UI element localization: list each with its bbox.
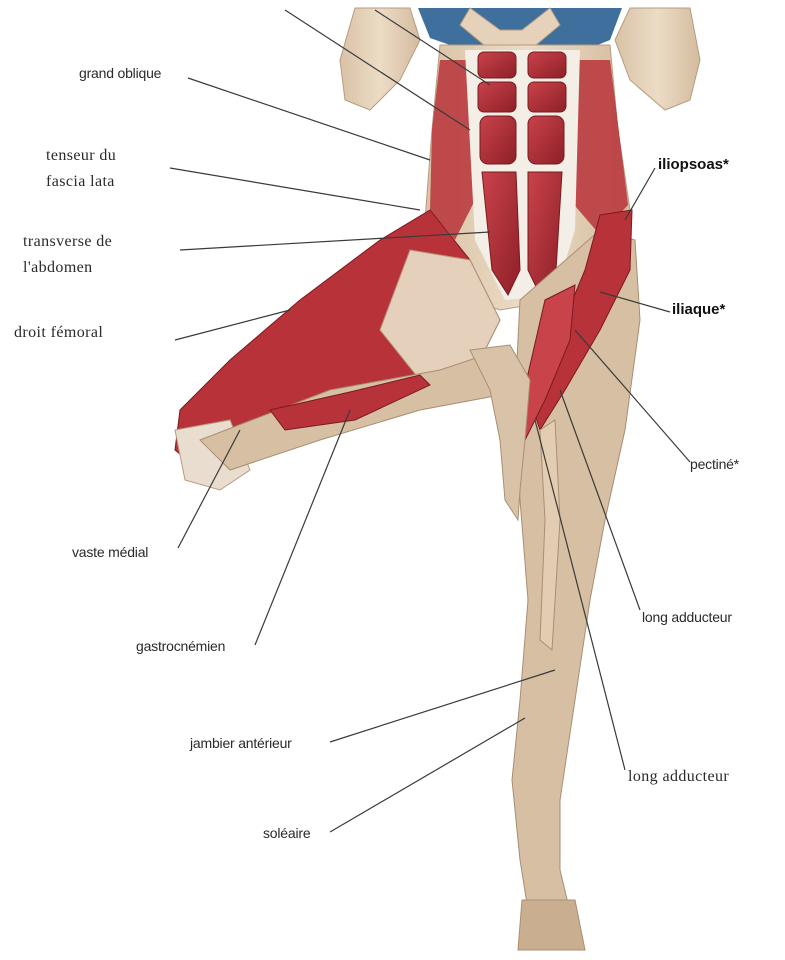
label-droit-femoral: droit fémoral — [14, 320, 103, 346]
label-tenseur-line2: fascia lata — [46, 169, 115, 195]
label-pectine: pectiné* — [690, 454, 739, 474]
label-jambier-anterieur: jambier antérieur — [190, 733, 292, 753]
label-long-adducteur-2: long adducteur — [628, 764, 729, 790]
right-arm — [615, 8, 700, 110]
label-vaste-medial: vaste médial — [72, 542, 148, 562]
label-iliaque: iliaque* — [672, 300, 725, 320]
label-iliopsoas: iliopsoas* — [658, 155, 729, 175]
label-transverse-line2: l'abdomen — [23, 255, 93, 281]
label-transverse-line1: transverse de — [23, 229, 112, 255]
label-long-adducteur-1: long adducteur — [642, 607, 732, 627]
left-arm — [340, 8, 420, 110]
label-tenseur-line1: tenseur du — [46, 143, 116, 169]
label-gastrocnemien: gastrocnémien — [136, 636, 225, 656]
standing-foot — [518, 900, 585, 950]
label-soleaire: soléaire — [263, 823, 310, 843]
label-grand-oblique: grand oblique — [79, 63, 161, 83]
